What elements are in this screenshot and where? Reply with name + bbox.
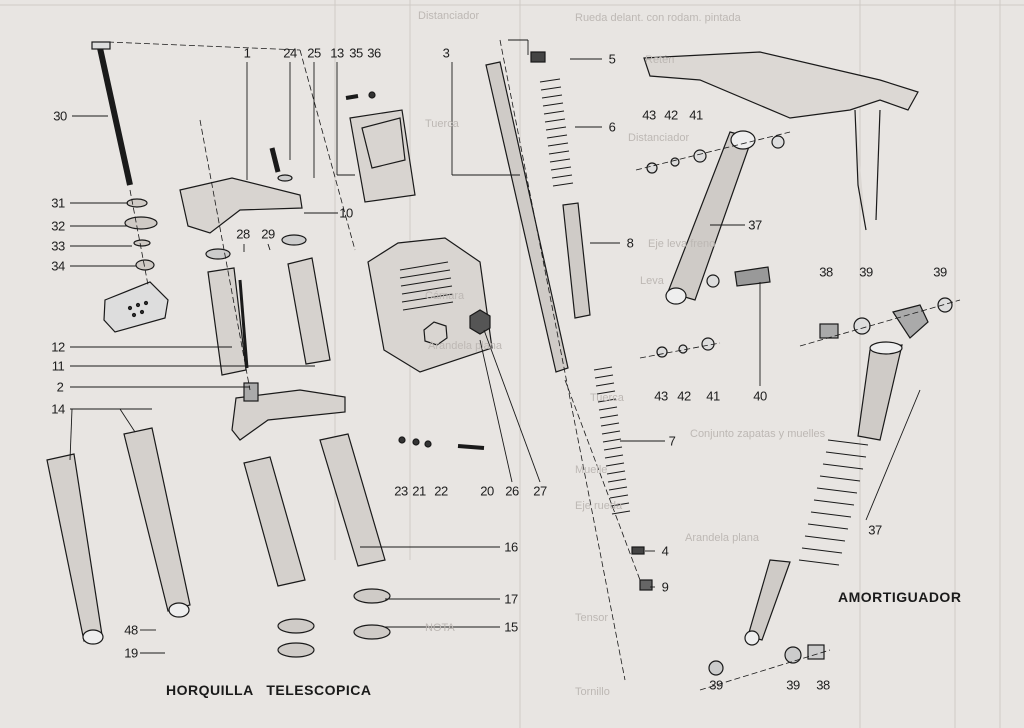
callout-20: 20 — [480, 483, 494, 499]
spring-7 — [593, 366, 631, 515]
callout-2: 2 — [56, 379, 64, 395]
ghost-text: Muelle — [575, 464, 608, 476]
ghost-text: Eje rueda — [575, 500, 623, 512]
callout-10: 10 — [339, 205, 353, 221]
fork-tube-3 — [485, 61, 569, 373]
ghost-text: Arandela plana — [685, 532, 760, 544]
emblem-27 — [469, 309, 491, 335]
ghost-text: Tensor — [575, 612, 609, 624]
callout-25: 25 — [307, 45, 321, 61]
callout-26: 26 — [505, 483, 519, 499]
callout-19: 19 — [124, 645, 138, 661]
callout-41: 41 — [689, 107, 703, 123]
shock-37-lower — [744, 341, 903, 646]
callout-30: 30 — [53, 108, 67, 124]
callout-31: 31 — [51, 195, 65, 211]
callout-22: 22 — [434, 483, 448, 499]
ghost-text: NOTA — [425, 622, 455, 634]
callout-17: 17 — [504, 591, 518, 607]
callout-23: 23 — [394, 483, 408, 499]
callout-27: 27 — [533, 483, 547, 499]
ghost-text: Distanciador — [418, 10, 480, 22]
callout-34: 34 — [51, 258, 65, 274]
plate-13 — [349, 109, 416, 203]
ghost-text: Tuerca — [425, 118, 459, 130]
callout-39: 39 — [786, 677, 800, 693]
bushings-17-15 — [277, 588, 391, 658]
ghost-text: Distanciador — [628, 132, 690, 144]
callout-38: 38 — [816, 677, 830, 693]
callout-35: 35 — [349, 45, 363, 61]
callout-5: 5 — [608, 51, 616, 67]
callout-39: 39 — [933, 264, 947, 280]
callout-42: 42 — [664, 107, 678, 123]
callout-33: 33 — [51, 238, 65, 254]
callout-39: 39 — [709, 677, 723, 693]
ghost-text: Eje leva freno — [648, 238, 716, 250]
callout-4: 4 — [661, 543, 669, 559]
damper-rod-8 — [562, 202, 591, 319]
headlight-mask-small — [103, 281, 169, 333]
callout-43: 43 — [642, 107, 656, 123]
callout-21: 21 — [412, 483, 426, 499]
bolt-24 — [269, 147, 281, 173]
callout-14: 14 — [51, 401, 65, 417]
lower-triple-clamp-2 — [231, 382, 346, 441]
callout-9: 9 — [661, 579, 669, 595]
callout-3: 3 — [442, 45, 450, 61]
headlight-bracket-11 — [287, 257, 331, 365]
headlight-bracket-12 — [207, 267, 249, 376]
callout-7: 7 — [668, 433, 676, 449]
ghost-text: Tornillo — [575, 686, 610, 698]
callout-12: 12 — [51, 339, 65, 355]
ghost-text: Arandela plana — [428, 340, 503, 352]
callout-39: 39 — [859, 264, 873, 280]
screw-35 — [345, 94, 359, 100]
frame-bracket — [643, 51, 919, 231]
callout-16: 16 — [504, 539, 518, 555]
shock-37-upper — [665, 130, 756, 305]
callout-42: 42 — [677, 388, 691, 404]
bolt-30 — [91, 41, 133, 186]
callout-36: 36 — [367, 45, 381, 61]
ghost-text: Conjunto zapatas y muelles — [690, 428, 826, 440]
telescopic-fork-title: HORQUILLA TELESCOPICA — [166, 682, 372, 698]
callout-38: 38 — [819, 264, 833, 280]
callout-24: 24 — [283, 45, 297, 61]
ghost-text: Leva — [640, 275, 664, 287]
callout-37: 37 — [748, 217, 762, 233]
callout-41: 41 — [706, 388, 720, 404]
inner-tube-16b — [319, 433, 386, 567]
shock-absorber-title: AMORTIGUADOR — [838, 589, 962, 605]
cap-5 — [530, 51, 546, 63]
callout-28: 28 — [236, 226, 250, 242]
ghost-text: Tuerca — [590, 392, 624, 404]
ghost-text: Retén — [645, 54, 675, 66]
callout-40: 40 — [753, 388, 767, 404]
callout-43: 43 — [654, 388, 668, 404]
spring-6 — [539, 78, 574, 187]
fork-slider-right — [123, 427, 191, 618]
callout-11: 11 — [51, 358, 65, 374]
upper-triple-clamp-1 — [179, 177, 303, 234]
callout-1: 1 — [243, 45, 251, 61]
callout-15: 15 — [504, 619, 518, 635]
callout-32: 32 — [51, 218, 65, 234]
inner-tube-16a — [243, 456, 306, 587]
callout-29: 29 — [261, 226, 275, 242]
washers-31-34 — [124, 198, 158, 271]
callout-37: 37 — [868, 522, 882, 538]
callout-48: 48 — [124, 622, 138, 638]
axle-40 — [734, 266, 771, 287]
headlight-cowl-26 — [367, 237, 493, 373]
callout-13: 13 — [330, 45, 344, 61]
ghost-text: Rueda delant. con rodam. pintada — [575, 12, 741, 24]
fork-slider-left — [46, 453, 104, 645]
callout-8: 8 — [626, 235, 634, 251]
callout-6: 6 — [608, 119, 616, 135]
ghost-text: Cámara — [425, 290, 465, 302]
bolt-20 — [457, 444, 485, 450]
